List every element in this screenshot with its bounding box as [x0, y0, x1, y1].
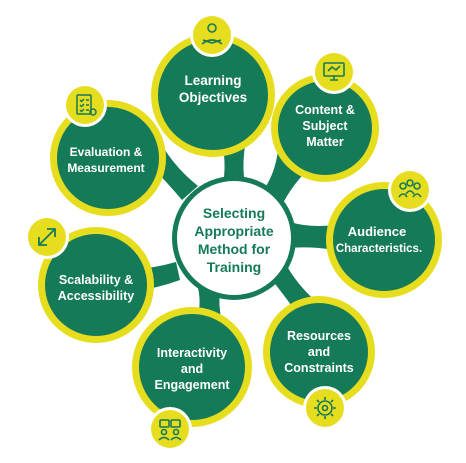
interactivity-label-1: Interactivity — [157, 346, 227, 360]
center-title-line-1: Selecting — [203, 205, 265, 221]
scalability-label-1: Scalability & — [59, 273, 133, 287]
audience-label-1: Audience — [348, 224, 407, 239]
resources-label-1: Resources — [287, 329, 351, 343]
content-label-2: Subject — [302, 119, 348, 133]
learning-label-1: Learning — [184, 73, 241, 88]
center-hub: Selecting Appropriate Method for Trainin… — [172, 176, 296, 300]
audience-label-2: Characteristics. — [336, 243, 422, 255]
evaluation-label-1: Evaluation & — [70, 145, 143, 159]
petal-learning: Learning Objectives — [151, 33, 275, 157]
monitor-icon — [312, 50, 356, 94]
center-title-line-3: Method for — [198, 241, 271, 257]
interactivity-label-2: and — [181, 362, 203, 376]
petal-content: Content & Subject Matter — [271, 74, 379, 182]
resources-label-2: and — [308, 345, 330, 359]
audience-group-icon — [388, 168, 432, 212]
content-label-3: Matter — [306, 135, 344, 149]
expand-arrows-icon — [25, 215, 69, 259]
petal-evaluation: Evaluation & Measurement — [50, 100, 166, 216]
connector-audience — [290, 222, 335, 250]
scalability-label-2: Accessibility — [58, 289, 134, 303]
center-title-line-4: Training — [207, 259, 261, 275]
petal-scalability: Scalability & Accessibility — [38, 227, 154, 343]
petal-resources: Resources and Constraints — [263, 296, 375, 408]
interactivity-label-3: Engagement — [154, 378, 230, 392]
center-title-line-2: Appropriate — [194, 223, 274, 239]
content-label-1: Content & — [295, 103, 355, 117]
gear-settings-icon — [303, 386, 347, 430]
resources-label-3: Constraints — [284, 361, 354, 375]
evaluation-label-2: Measurement — [67, 161, 144, 175]
learner-book-icon — [190, 13, 234, 57]
petal-interactivity: Interactivity and Engagement — [132, 307, 252, 427]
checklist-icon — [63, 83, 107, 127]
learning-label-2: Objectives — [179, 90, 247, 105]
collaboration-icon — [148, 407, 192, 451]
